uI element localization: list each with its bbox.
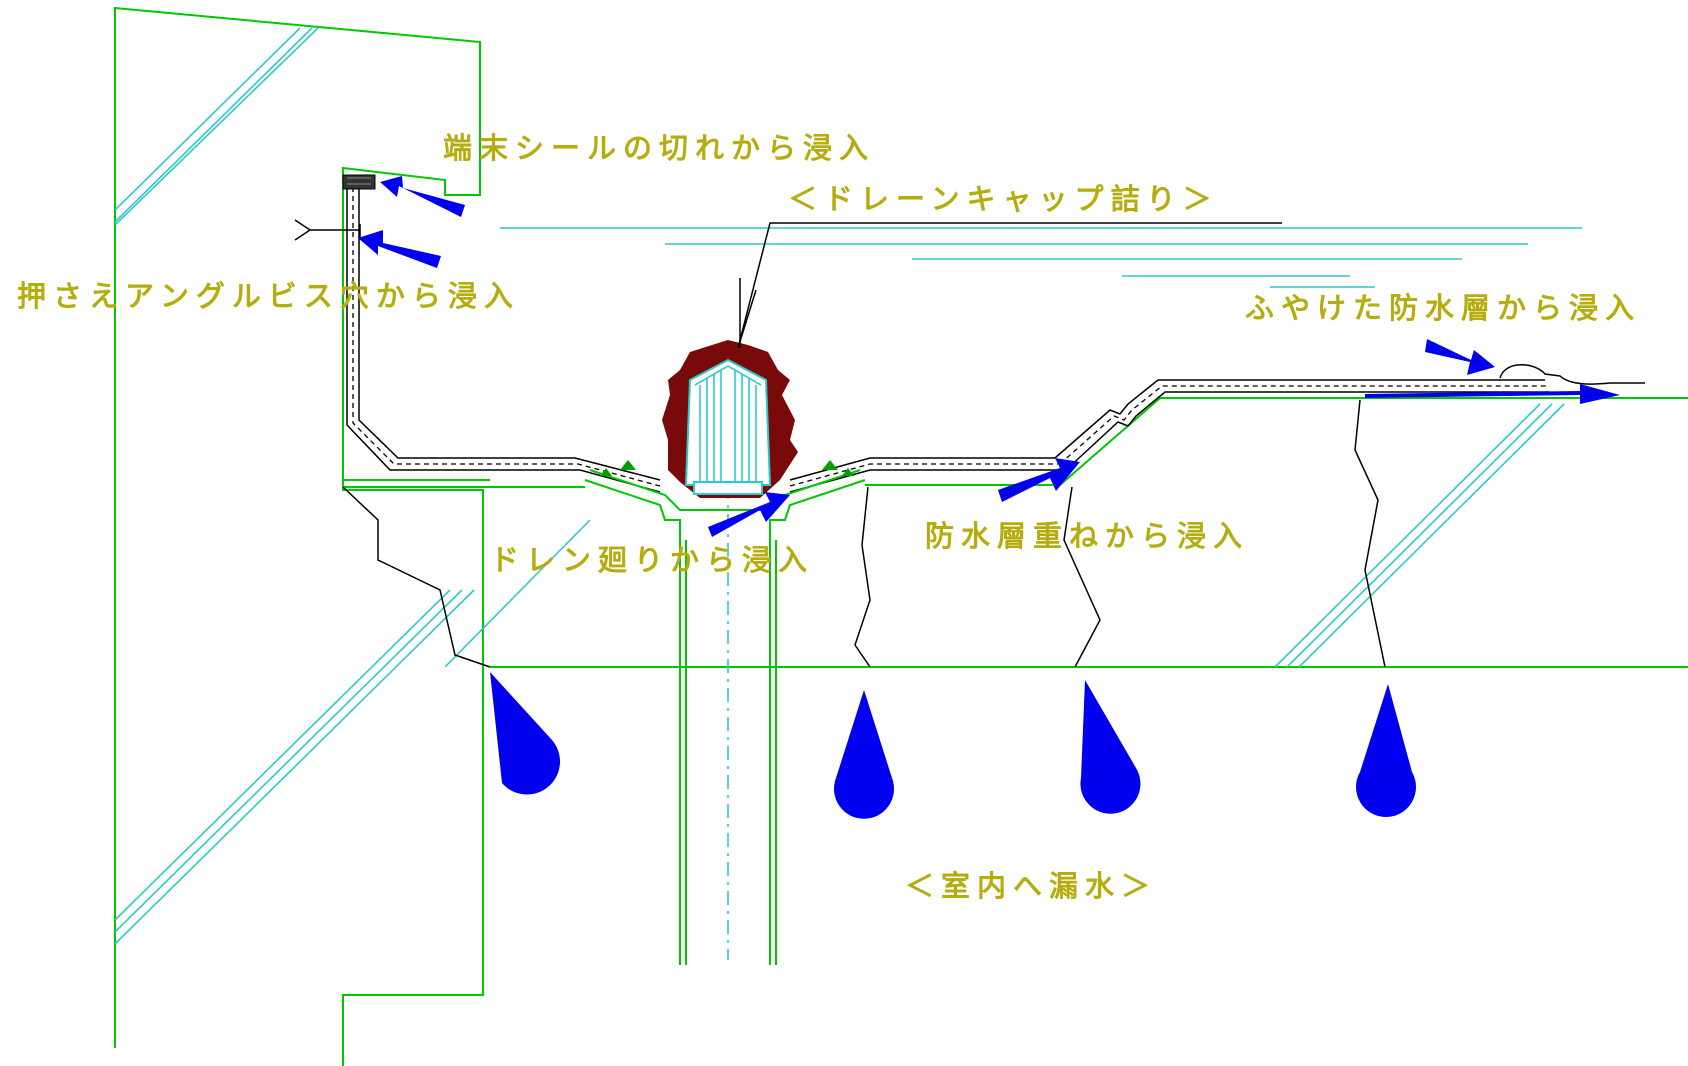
label-layer-overlap: 防水層重ねから浸入: [925, 519, 1249, 553]
clamp-bolt-right: [822, 460, 854, 476]
infiltration-arrows: [358, 176, 1620, 537]
water-drop: [1356, 684, 1416, 817]
label-edge-seal: 端末シールの切れから浸入: [443, 131, 875, 165]
angle-screw: [294, 219, 361, 241]
drain-cap-leader: [737, 222, 1282, 349]
label-drain-cap: ＜ドレーンキャップ詰り＞: [788, 182, 1219, 216]
arrow-angle-screw: [358, 230, 441, 268]
clamp-bolt-left: [600, 460, 636, 476]
label-indoor-leak: ＜室内へ漏水＞: [905, 869, 1157, 903]
label-around-drain: ドレン廻りから浸入: [490, 543, 814, 577]
leak-drops: [490, 672, 1416, 819]
arrow-drain-flange: [708, 492, 790, 537]
arrow-under-membrane: [1365, 384, 1620, 404]
concrete-slab: [343, 397, 1688, 668]
arrow-edge-seal: [380, 176, 465, 217]
label-swollen-layer: ふやけた防水層から浸入: [1245, 291, 1641, 325]
label-angle-screw: 押さえアングルビス穴から浸入: [17, 279, 520, 313]
water-drop: [834, 690, 895, 819]
edge-seal: [342, 174, 376, 190]
concrete-cracks: [342, 399, 1386, 668]
arrow-swollen-blister: [1425, 339, 1495, 375]
roof-drain: [584, 340, 866, 965]
water-drop: [1080, 680, 1141, 814]
waterproof-membrane: [346, 178, 1645, 493]
drain-cap: [684, 358, 772, 495]
arrow-layer-overlap: [998, 458, 1080, 502]
water-drop: [490, 672, 560, 795]
annotations: 端末シールの切れから浸入 ＜ドレーンキャップ詰り＞ 押さえアングルビス穴から浸入…: [17, 131, 1641, 903]
ponding-water: [500, 227, 1582, 288]
parapet-wall: [114, 6, 490, 1066]
